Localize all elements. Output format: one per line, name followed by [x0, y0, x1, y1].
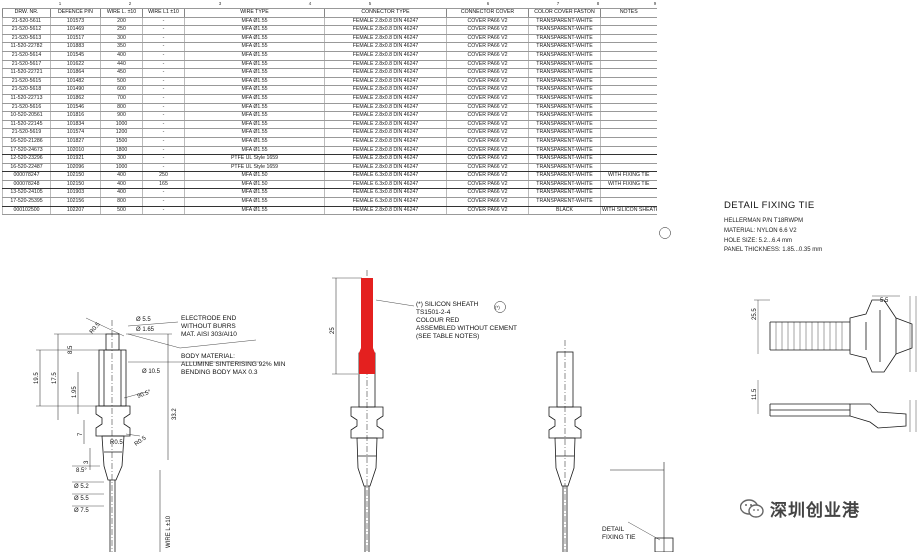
dim-label: 19.5 [34, 372, 40, 384]
column-number: 7 [556, 1, 560, 6]
note-detail-ref: FIXING TIE [602, 534, 636, 541]
dim-label: Ø 1.65 [136, 327, 155, 333]
dim-label: R0.5 [89, 321, 102, 335]
dim-label: Ø 7.5 [74, 508, 89, 514]
dim-label: 1.95 [72, 386, 78, 398]
dim-label: Ø 5.5 [136, 317, 151, 323]
column-number: 4 [308, 1, 312, 6]
column-number: 2 [128, 1, 132, 6]
note-body-line: BODY MATERIAL: [181, 353, 235, 360]
watermark: 深圳创业港 [740, 496, 860, 521]
table-cell: 500 [100, 205, 143, 216]
note-sheath-line: TS1501-2-4 [416, 309, 451, 316]
dim-label: Ø 5.2 [74, 484, 89, 490]
electrode-view-3 [548, 340, 674, 552]
note-sheath-line: ASSEMBLED WITHOUT CEMENT [416, 325, 517, 332]
dim-label: 33.2 [172, 408, 178, 420]
note-sheath-line: COLOUR RED [416, 317, 460, 324]
dim-label: 17.5 [52, 372, 58, 384]
fixing-tie-views [754, 295, 917, 432]
electrode-view-1 [36, 317, 260, 552]
column-number: 9 [653, 1, 657, 6]
note-body-line: ALLUMINE SINTERISING 92% MIN [181, 361, 286, 368]
detail-fixing-tie: DETAIL FIXING TIE HELLERMAN P/N T18RWPM … [724, 200, 914, 256]
detail-line: HELLERMAN P/N T18RWPM [724, 218, 804, 224]
note-electrode-line: ELECTRODE END [181, 315, 237, 322]
column-number: 5 [368, 1, 372, 6]
dim-label: 8.5° [76, 468, 87, 474]
detail-line: PANEL THICKNESS: 1.85...0.35 mm [724, 247, 823, 254]
column-number: 6 [486, 1, 490, 6]
silicon-sheath [361, 278, 373, 348]
dim-label: WIRE L ±10 [166, 515, 172, 548]
note-electrode-line: MAT. AISI 303/AI10 [181, 331, 237, 338]
table-cell: - [142, 205, 185, 216]
column-number: 3 [218, 1, 222, 6]
wechat-icon [740, 498, 764, 518]
dim-label: 11.5 [752, 388, 758, 400]
note-sheath-line: (SEE TABLE NOTES) [416, 333, 479, 340]
dim-label: R0.5 [134, 435, 148, 448]
table-cell: BLACK [528, 205, 601, 216]
table-cell: WITH SILICON SHEATH (*) [600, 205, 657, 216]
dim-label: 7 [78, 432, 84, 436]
column-number: 8 [596, 1, 600, 6]
note-electrode-line: WITHOUT BURRS [181, 323, 236, 330]
silicon-sheath-taper [359, 348, 375, 374]
dim-label: 8.5 [68, 345, 74, 354]
detail-title: DETAIL FIXING TIE [724, 200, 815, 211]
detail-line: MATERIAL: NYLON 6.6 V2 [724, 227, 797, 234]
dim-label: R0.5 [110, 440, 123, 446]
dim-label: 25.5 [752, 308, 758, 320]
dim-label: 5.5 [880, 298, 889, 304]
column-number: 1 [58, 1, 62, 6]
dim-label: 90.5° [137, 389, 153, 400]
parts-table: DRW. NR. DEFENCE P/N WIRE L. ±10 WIRE L1… [2, 8, 657, 216]
watermark-text: 深圳创业港 [770, 501, 860, 521]
dim-label: Ø 10.5 [142, 369, 161, 375]
note-sheath-line: (*) SILICON SHEATH [416, 301, 479, 308]
dim-label: 3 [84, 460, 90, 464]
dim-label: (*) [495, 305, 500, 310]
table-cell: FEMALE 2.8x0.8 DIN 46247 [324, 205, 447, 216]
note-detail-ref: DETAIL [602, 526, 625, 533]
table-cell: 102207 [50, 205, 101, 216]
table-cell: MFA Ø1.55 [184, 205, 325, 216]
note-body-line: BENDING BODY MAX 0.3 [181, 369, 258, 376]
table-cell: 000102500 [2, 205, 51, 216]
dim-label: Ø 5.5 [74, 496, 89, 502]
detail-line: HOLE SIZE: 5.2...6.4 mm [724, 237, 793, 244]
table-cell: COVER PA66 V2 [446, 205, 529, 216]
dim-label: 25 [330, 327, 336, 334]
